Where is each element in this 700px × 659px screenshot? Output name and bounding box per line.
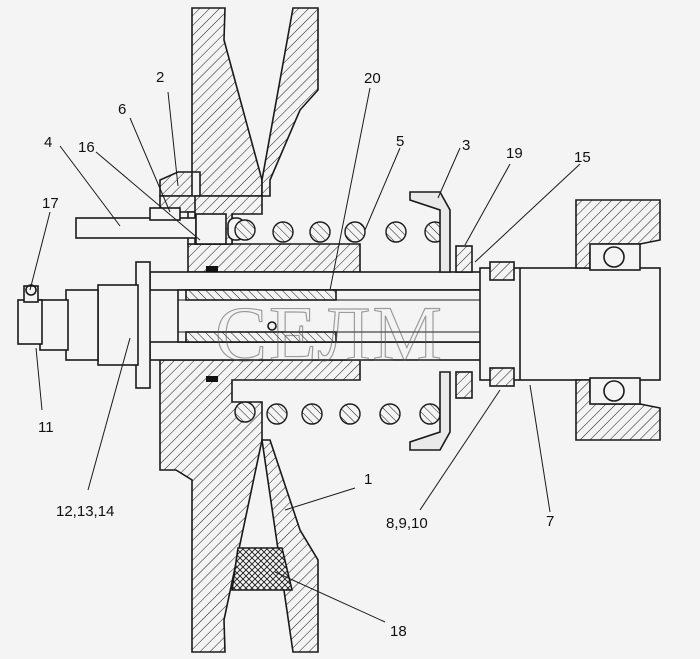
central-shaft [149, 271, 541, 361]
callout-16: 16 [78, 139, 95, 156]
rings [455, 245, 473, 399]
callout-12-13-14: 12,13,14 [56, 503, 114, 520]
callout-19: 19 [506, 145, 523, 162]
callout-3: 3 [462, 137, 470, 154]
fixed-pulley-disc-upper [159, 7, 263, 213]
spring-coils-upper [234, 219, 446, 243]
callout-8-9-10: 8,9,10 [386, 515, 428, 532]
seal-lower [206, 376, 218, 382]
callout-15: 15 [574, 149, 591, 166]
belt-section [231, 547, 294, 591]
movable-pulley-disc-lower [261, 439, 319, 653]
seal-upper [206, 266, 218, 272]
callout-1: 1 [364, 471, 372, 488]
bearing-housing [575, 199, 661, 441]
guide-pin [75, 207, 245, 245]
adjusting-nut-stack [17, 261, 151, 389]
callout-labels: 2 6 4 16 17 20 5 3 19 15 11 12,13,14 1 8… [38, 69, 591, 640]
callout-6: 6 [118, 101, 126, 118]
callout-5: 5 [396, 133, 404, 150]
leader-lines [29, 87, 581, 623]
watermark: СЕЛМ [215, 290, 444, 377]
fixed-pulley-disc-lower [159, 359, 361, 653]
output-shaft [479, 261, 661, 387]
movable-pulley-disc-upper [261, 7, 319, 197]
spring-cup [409, 191, 451, 451]
callout-11: 11 [38, 419, 54, 436]
callout-20: 20 [364, 70, 381, 87]
callout-2: 2 [156, 69, 164, 86]
callout-7: 7 [546, 513, 554, 530]
callout-18: 18 [390, 623, 407, 640]
callout-4: 4 [44, 134, 52, 151]
callout-17: 17 [42, 195, 59, 212]
spring-coils-lower [234, 401, 441, 425]
lube-hole [267, 321, 277, 331]
